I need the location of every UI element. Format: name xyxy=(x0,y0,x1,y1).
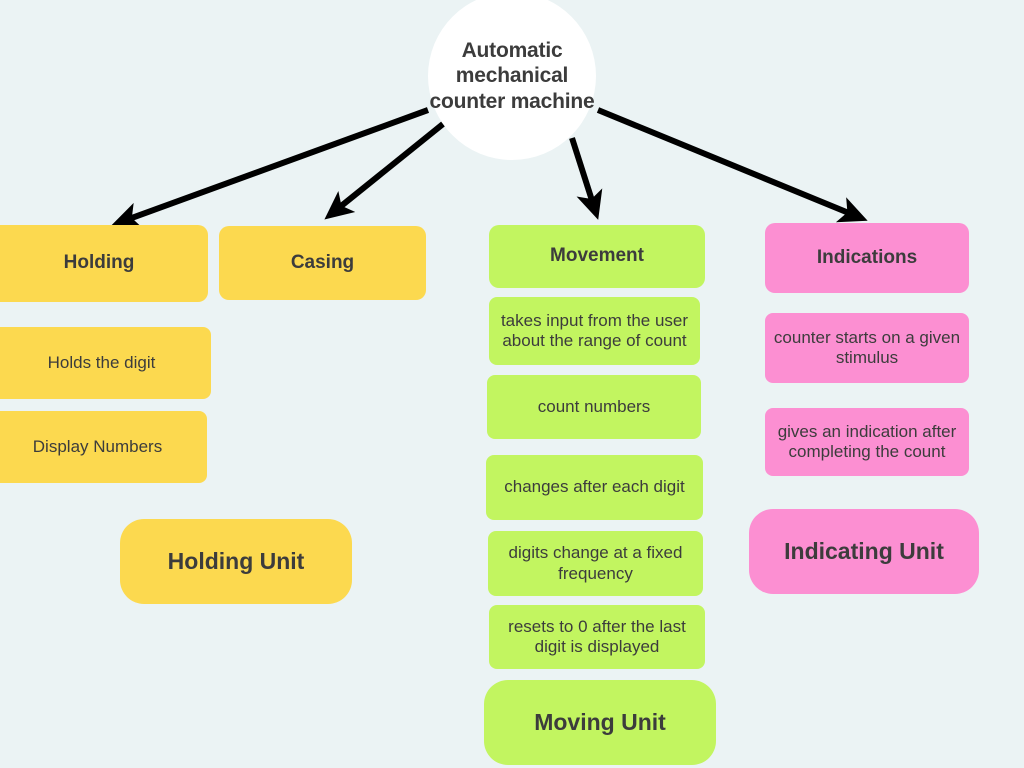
leaf-gives-indication[interactable]: gives an indication after completing the… xyxy=(765,408,969,476)
category-movement[interactable]: Movement xyxy=(489,225,705,288)
leaf-changes-after-each-digit-label: changes after each digit xyxy=(504,477,685,497)
unit-indicating-label: Indicating Unit xyxy=(784,537,944,564)
leaf-count-numbers[interactable]: count numbers xyxy=(487,375,701,439)
leaf-holds-the-digit[interactable]: Holds the digit xyxy=(0,327,211,399)
category-movement-label: Movement xyxy=(550,245,644,267)
unit-moving[interactable]: Moving Unit xyxy=(484,680,716,765)
unit-holding-label: Holding Unit xyxy=(167,547,305,574)
leaf-counter-starts-label: counter starts on a given stimulus xyxy=(773,327,961,367)
leaf-gives-indication-label: gives an indication after completing the… xyxy=(777,421,957,461)
category-indications-label: Indications xyxy=(816,246,918,268)
category-holding[interactable]: Holding xyxy=(0,225,208,302)
category-casing-label: Casing xyxy=(290,251,355,273)
leaf-counter-starts[interactable]: counter starts on a given stimulus xyxy=(765,313,969,383)
connector-root-to-indications xyxy=(596,107,868,223)
leaf-resets-to-zero-label: resets to 0 after the last digit is disp… xyxy=(508,616,686,656)
leaf-display-numbers[interactable]: Display Numbers xyxy=(0,411,207,483)
connector-root-to-holding xyxy=(111,107,430,229)
leaf-count-numbers-label: count numbers xyxy=(537,396,651,416)
root-label: Automatic mechanical counter machine xyxy=(429,39,595,113)
leaf-takes-input-label: takes input from the user about the rang… xyxy=(500,310,689,350)
leaf-changes-after-each-digit[interactable]: changes after each digit xyxy=(486,455,703,520)
leaf-resets-to-zero[interactable]: resets to 0 after the last digit is disp… xyxy=(489,605,705,669)
leaf-display-numbers-label: Display Numbers xyxy=(32,436,163,456)
unit-indicating[interactable]: Indicating Unit xyxy=(749,509,979,594)
category-casing[interactable]: Casing xyxy=(219,226,426,300)
connector-root-to-movement xyxy=(569,137,603,220)
category-indications[interactable]: Indications xyxy=(765,223,969,293)
category-holding-label: Holding xyxy=(63,252,135,274)
unit-moving-label: Moving Unit xyxy=(534,708,666,735)
leaf-takes-input[interactable]: takes input from the user about the rang… xyxy=(489,297,700,365)
leaf-fixed-frequency-label: digits change at a fixed frequency xyxy=(508,543,683,583)
connector-root-to-casing xyxy=(324,121,445,220)
root-node[interactable]: Automatic mechanical counter machine xyxy=(428,0,596,160)
leaf-fixed-frequency[interactable]: digits change at a fixed frequency xyxy=(488,531,703,596)
leaf-holds-the-digit-label: Holds the digit xyxy=(47,352,156,372)
unit-holding[interactable]: Holding Unit xyxy=(120,519,352,604)
